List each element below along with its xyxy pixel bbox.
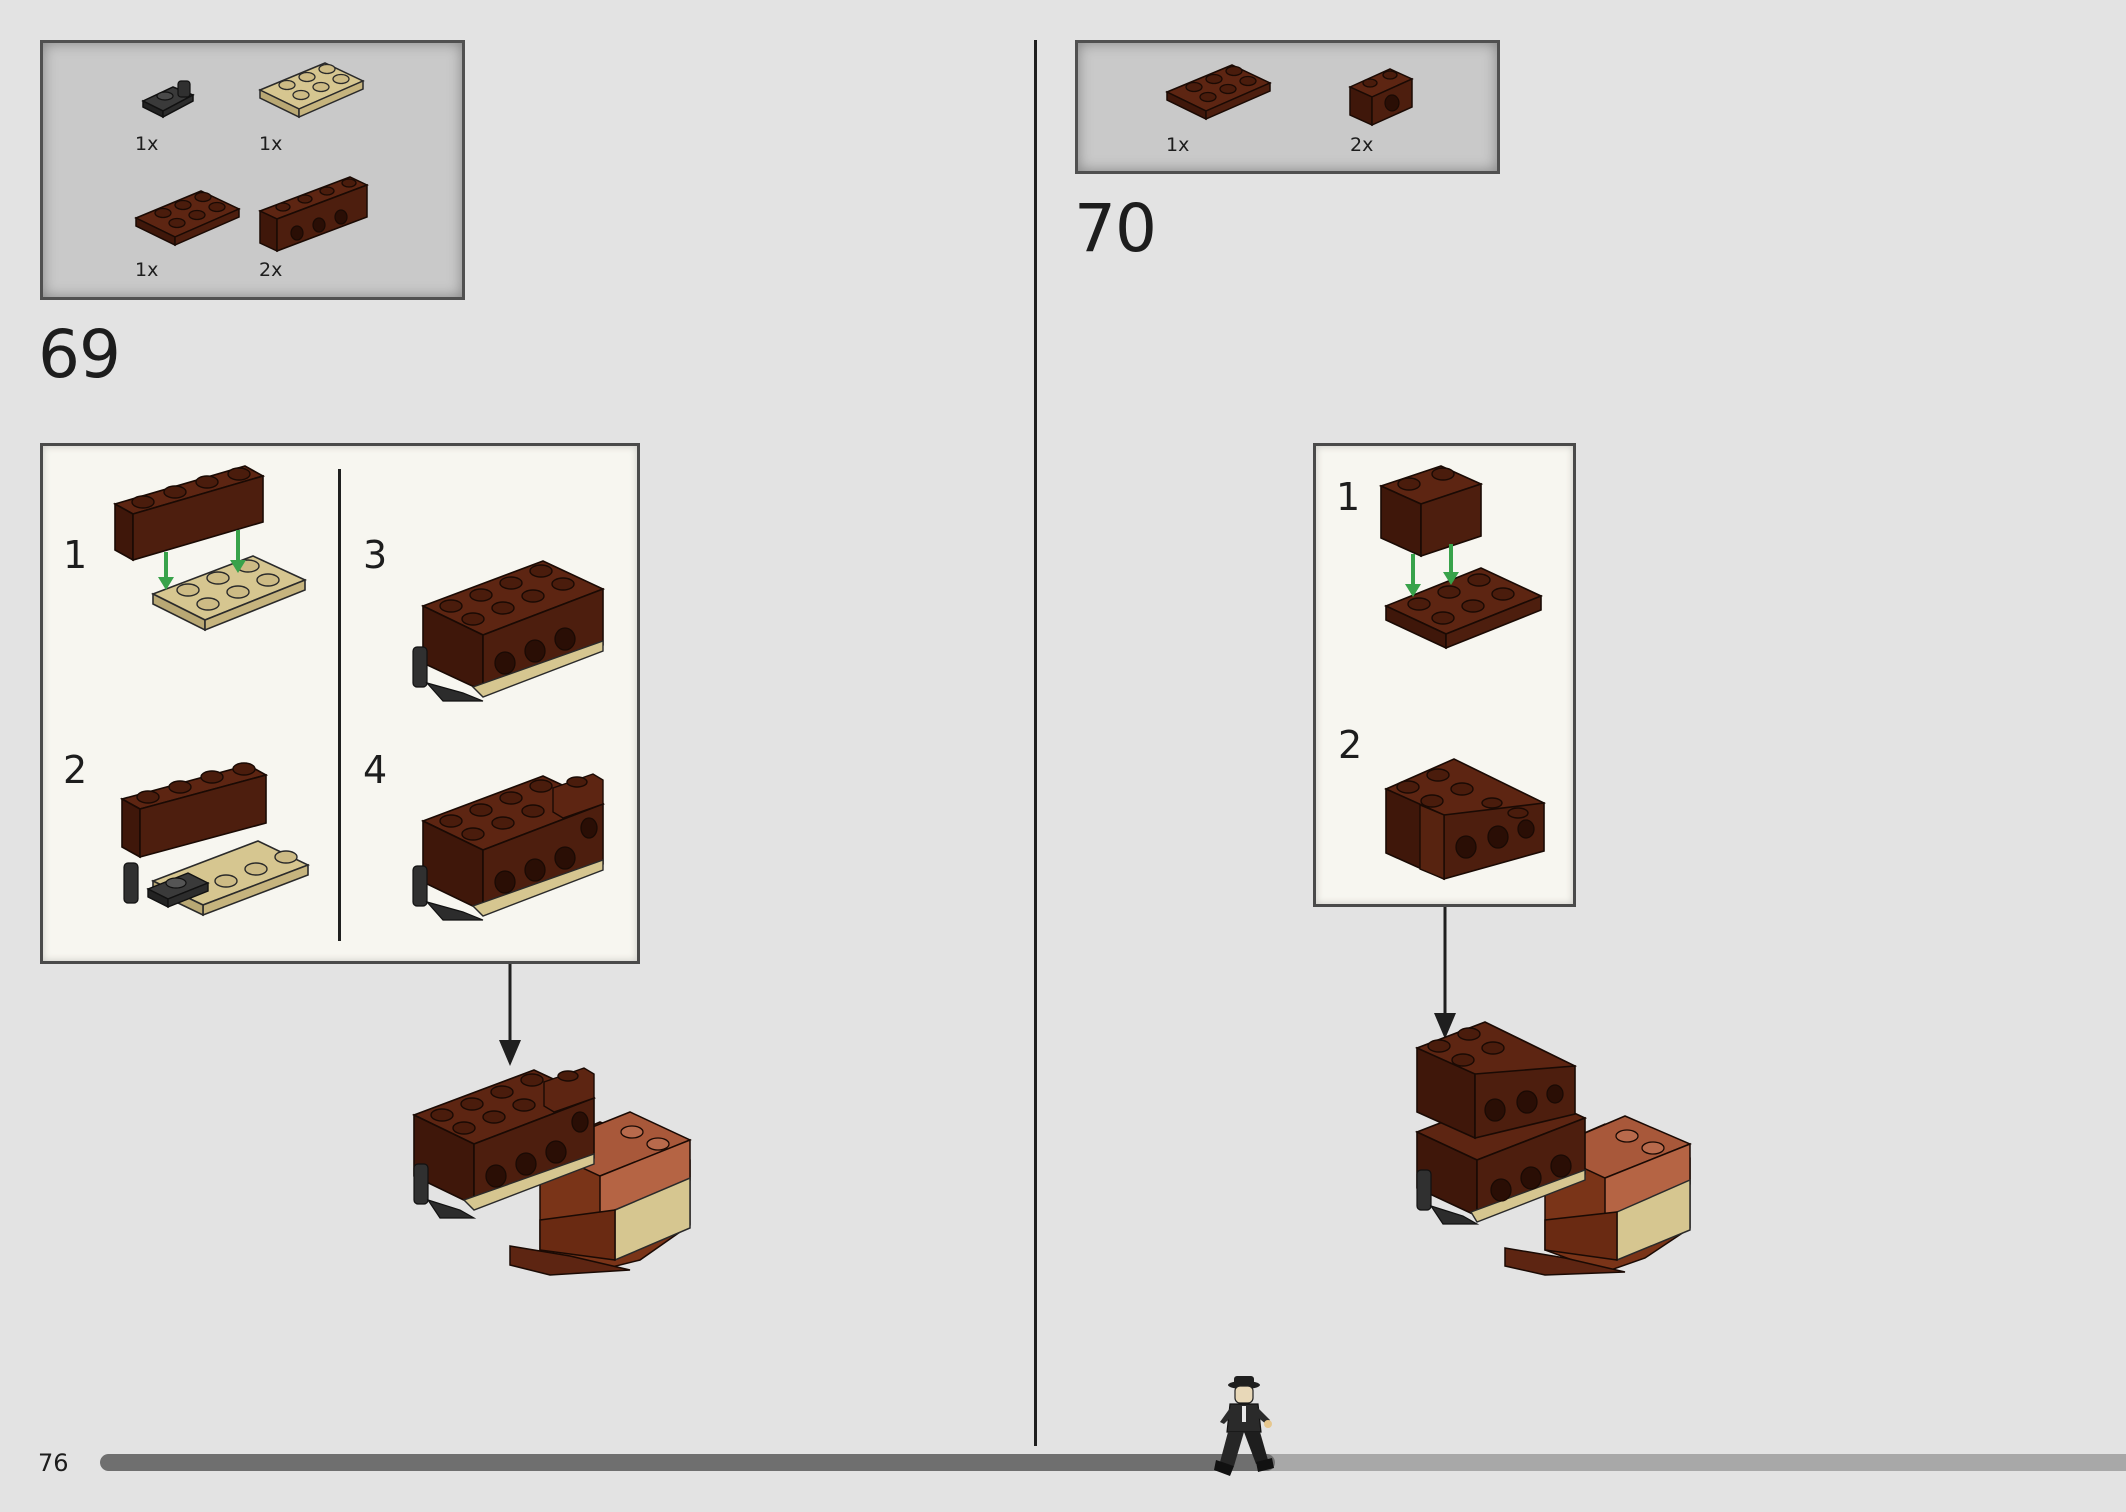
parts-callout-step-70: 1x 2x xyxy=(1075,40,1500,174)
dark-gray-1x1-clip-plate-icon xyxy=(141,80,195,119)
reddish-brown-1x2-technic-brick-icon xyxy=(1348,68,1414,127)
substep-2-illustration xyxy=(1384,758,1546,881)
minifigure-walker-icon xyxy=(1214,1376,1274,1476)
part-count: 1x xyxy=(259,133,283,155)
substep-number: 1 xyxy=(63,533,88,577)
progress-track xyxy=(100,1454,2126,1471)
part-count: 1x xyxy=(1166,134,1190,156)
substep-4-illustration xyxy=(412,773,606,921)
part-count: 2x xyxy=(1350,134,1374,156)
substep-3-illustration xyxy=(412,560,606,702)
substep-number: 4 xyxy=(363,748,388,792)
attach-arrow-step-70 xyxy=(1434,907,1456,1039)
substep-panel-step-69: 1 2 3 4 xyxy=(40,443,640,964)
substep-number: 3 xyxy=(363,533,388,577)
reddish-brown-2x3-plate-icon xyxy=(1165,64,1272,121)
substep-1-illustration xyxy=(112,465,308,632)
part-count: 2x xyxy=(259,259,283,281)
substep-number: 1 xyxy=(1336,475,1361,519)
reddish-brown-2x3-plate-icon xyxy=(134,190,241,247)
substep-panel-step-70: 1 2 xyxy=(1313,443,1576,907)
part-count: 1x xyxy=(135,133,159,155)
attach-arrow-step-69 xyxy=(499,964,521,1066)
part-count: 1x xyxy=(135,259,159,281)
reddish-brown-1x4-technic-brick-icon xyxy=(258,176,369,253)
tan-2x3-plate-icon xyxy=(258,62,365,119)
page-divider xyxy=(1034,40,1037,1446)
page-number: 76 xyxy=(38,1449,69,1477)
parts-callout-step-69: 1x 1x 1x 2x xyxy=(40,40,465,300)
progress-fill xyxy=(100,1454,1276,1471)
substep-1-illustration xyxy=(1378,465,1544,650)
step-69-result-model xyxy=(411,1067,692,1276)
substep-number: 2 xyxy=(63,748,88,792)
step-70-result-model xyxy=(1414,1021,1692,1276)
substep-number: 2 xyxy=(1338,723,1363,767)
substep-2-illustration xyxy=(119,762,311,917)
substep-divider xyxy=(338,469,341,941)
step-number: 69 xyxy=(38,316,121,393)
step-number: 70 xyxy=(1074,190,1157,267)
